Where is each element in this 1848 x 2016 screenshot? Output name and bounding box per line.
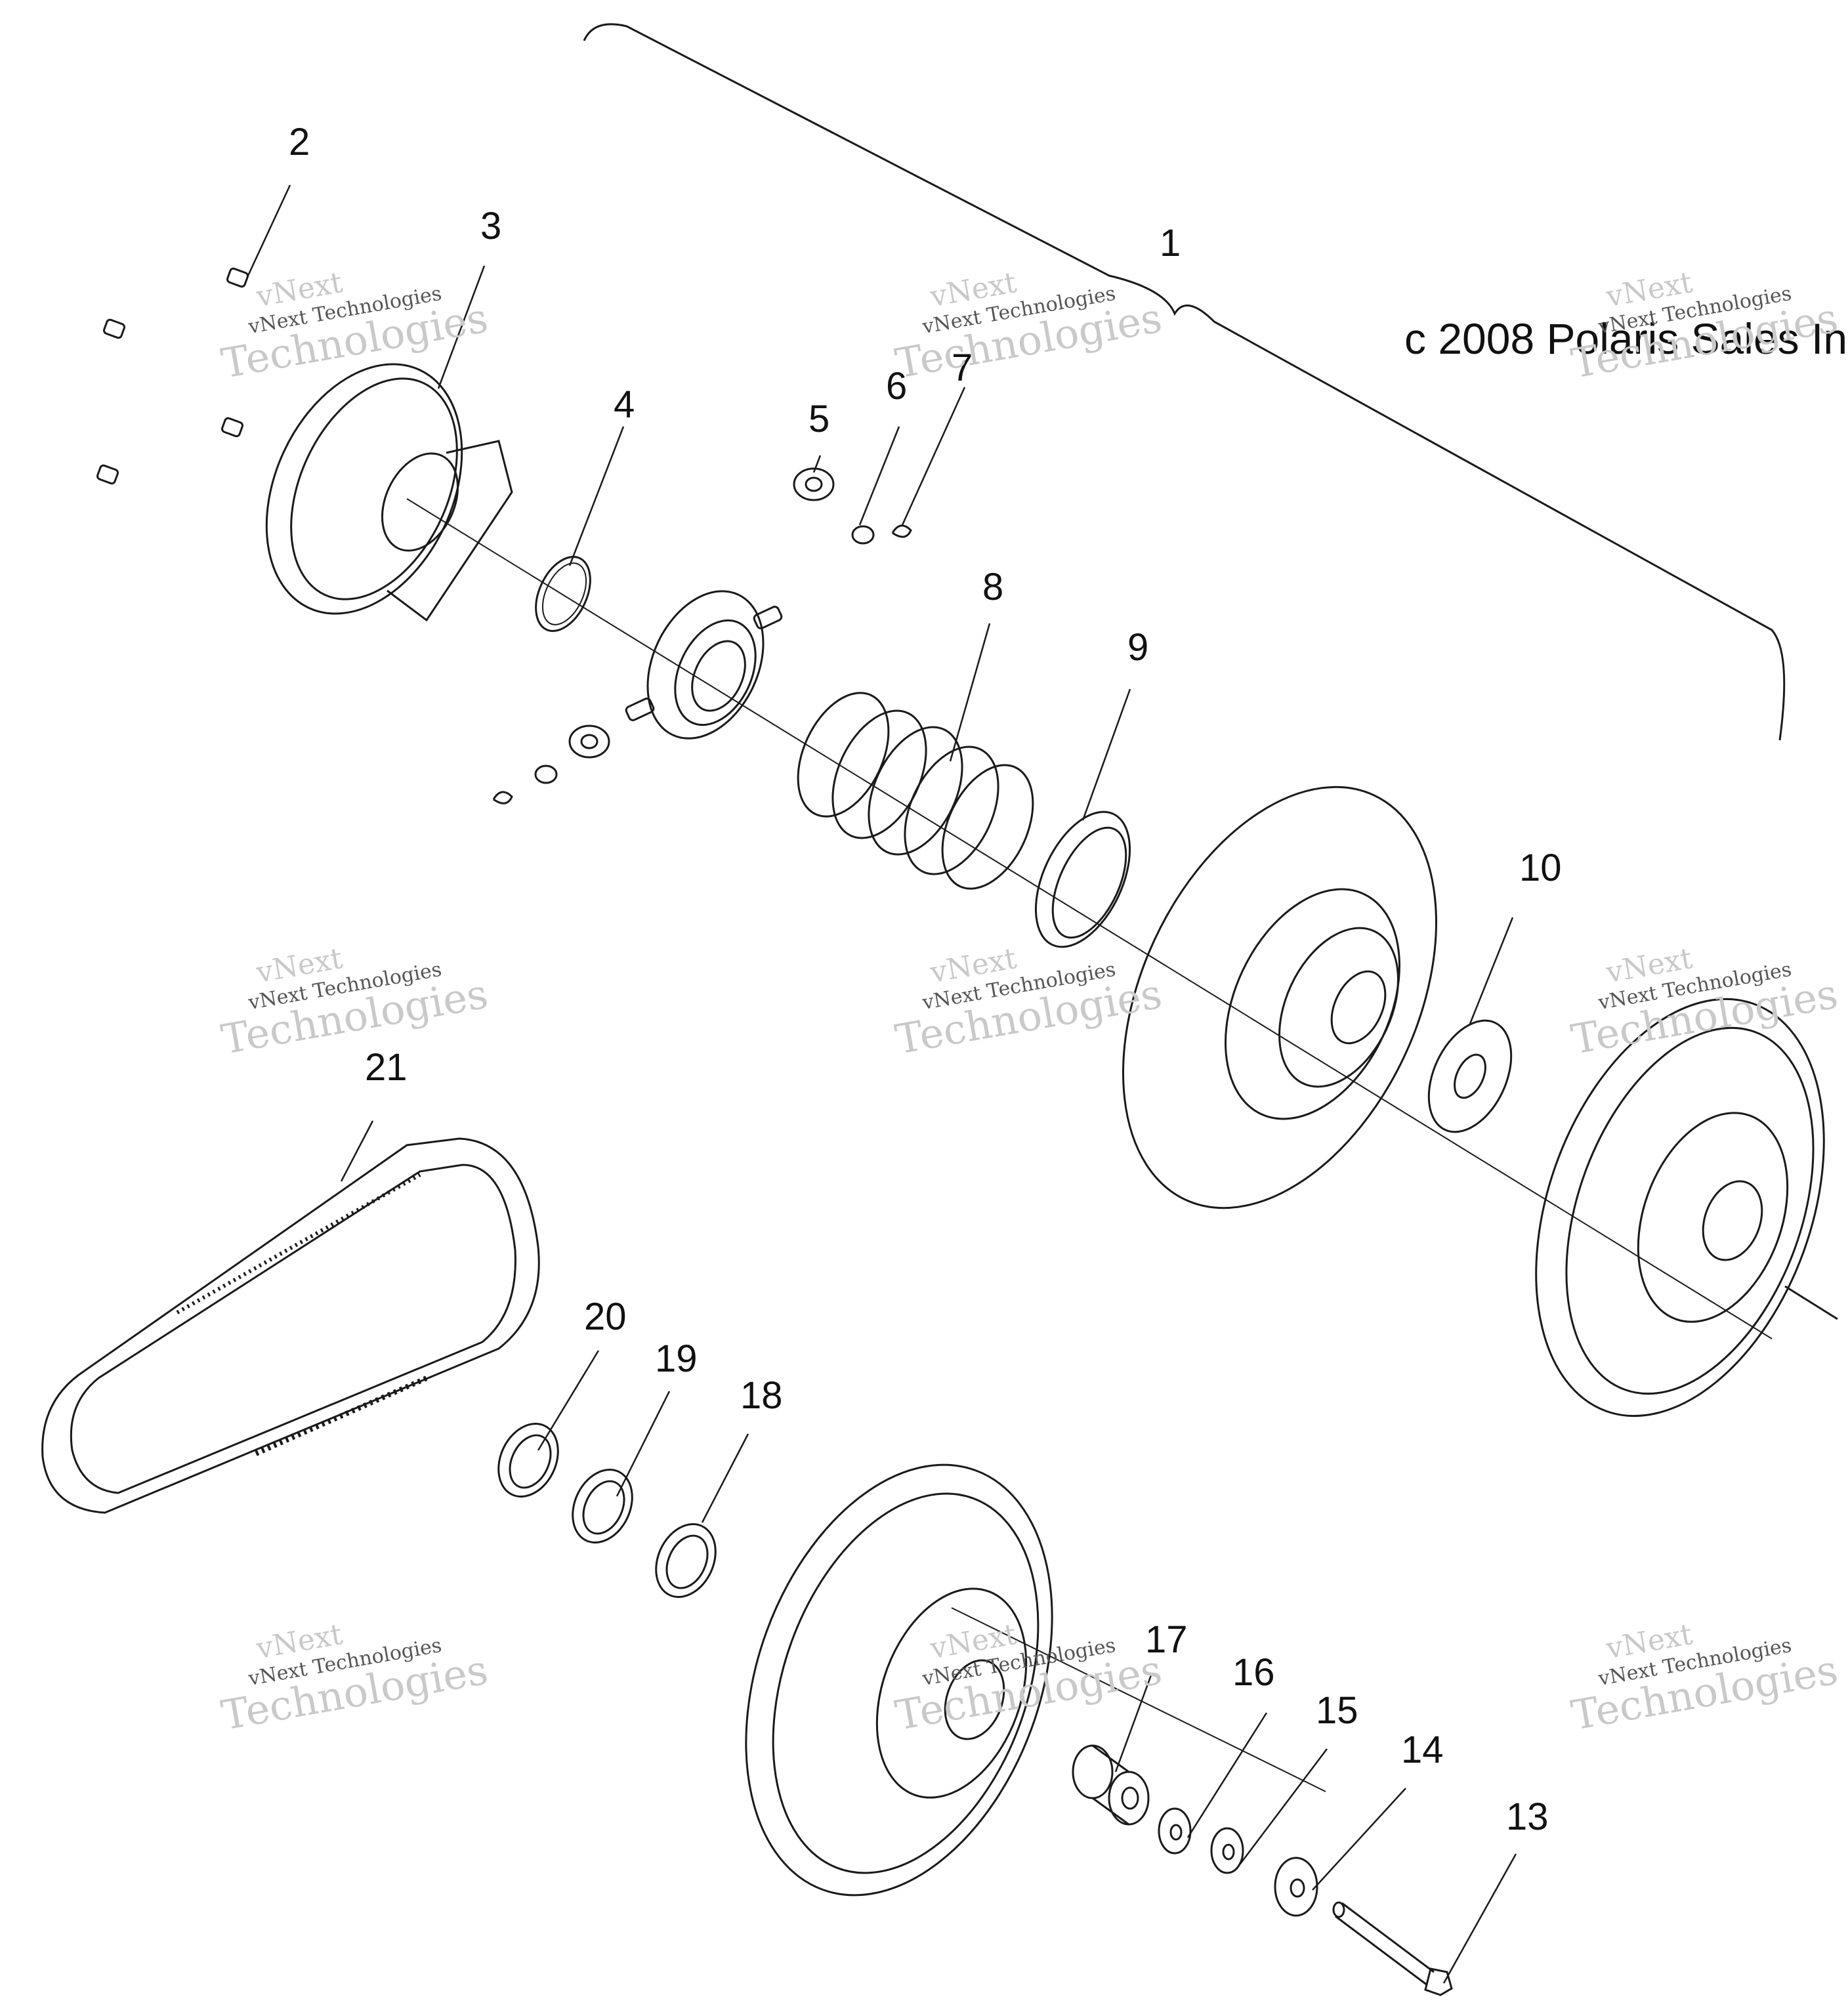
cover-item-3 — [228, 333, 512, 646]
belt-item-21 — [43, 1139, 539, 1513]
snap-ring-item-4 — [525, 548, 601, 639]
callout-20: 20 — [584, 1295, 627, 1338]
shim-item-20 — [487, 1414, 569, 1507]
callout-1: 1 — [1160, 222, 1181, 264]
bushing-item-17 — [1073, 1746, 1148, 1824]
spider-hub — [625, 572, 786, 757]
axis-lines — [407, 499, 1772, 1792]
callout-10: 10 — [1519, 847, 1562, 889]
shim-item-18 — [644, 1515, 726, 1607]
callout-15: 15 — [1316, 1689, 1358, 1732]
copyright-notice: c 2008 Polaris Sales In — [1404, 314, 1848, 363]
clip-item-7 — [892, 526, 911, 537]
callout-19: 19 — [655, 1337, 698, 1380]
callout-5: 5 — [808, 398, 830, 440]
bolts-item-2 — [96, 268, 249, 484]
shim-item-19 — [561, 1460, 643, 1553]
washer-item-16 — [1159, 1809, 1190, 1853]
callout-17: 17 — [1145, 1618, 1188, 1661]
washer-item-15 — [1211, 1828, 1243, 1873]
lower-sheave — [690, 1422, 1108, 1938]
moveable-sheave — [1060, 737, 1499, 1258]
washer-item-6 — [852, 526, 873, 543]
callout-14: 14 — [1401, 1729, 1444, 1771]
callout-7: 7 — [952, 346, 973, 389]
callout-3: 3 — [480, 205, 502, 247]
assembly-bracket — [584, 24, 1784, 740]
callout-2: 2 — [289, 121, 310, 163]
callout-8: 8 — [982, 566, 1004, 608]
callout-21: 21 — [365, 1046, 408, 1089]
callout-4: 4 — [614, 383, 635, 426]
callout-9: 9 — [1127, 626, 1149, 669]
callout-16: 16 — [1232, 1651, 1275, 1694]
washer-item-10 — [1412, 1007, 1528, 1145]
bolt-item-13 — [1334, 1902, 1452, 1995]
washer-item-14 — [1275, 1858, 1317, 1916]
ring-item-9 — [1017, 797, 1149, 961]
roller-item-5 — [794, 469, 833, 500]
callout-6: 6 — [886, 365, 908, 408]
leader-lines — [248, 185, 1516, 1983]
spring-item-8 — [780, 679, 1051, 903]
callout-18: 18 — [740, 1374, 783, 1417]
upper-sheave — [1482, 959, 1848, 1456]
callout-13: 13 — [1506, 1796, 1549, 1838]
